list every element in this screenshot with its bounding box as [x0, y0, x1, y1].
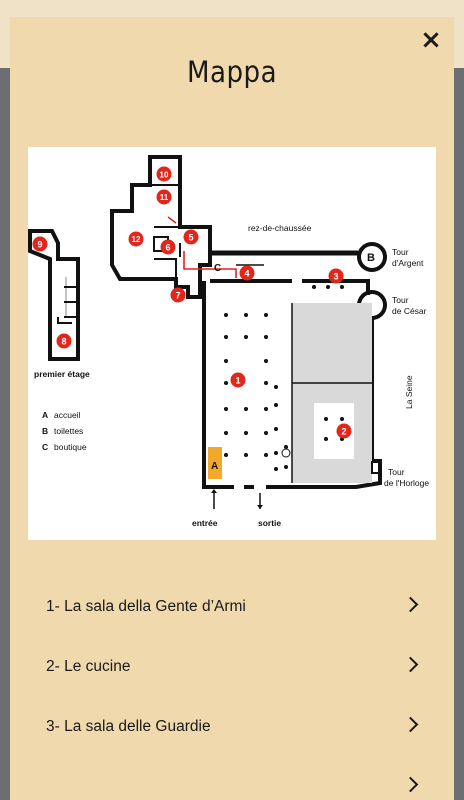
tour-argent-label-2: d'Argent: [392, 258, 424, 268]
room-marker-5[interactable]: [183, 229, 199, 245]
rooms-list: 1- La sala della Gente d’Armi 2- Le cuci…: [10, 577, 454, 800]
room-marker-4[interactable]: [239, 265, 255, 281]
room-marker-7[interactable]: [170, 287, 186, 303]
tour-horloge-label-1: Tour: [388, 467, 405, 477]
tour-horloge-label-2: de l'Horloge: [384, 478, 429, 488]
tour-argent-label-1: Tour: [392, 247, 409, 257]
first-floor-label: premier étage: [34, 369, 90, 379]
list-item-label: 3- La sala delle Guardie: [46, 718, 211, 735]
room-marker-11[interactable]: [156, 189, 172, 205]
c-marker-label: C: [214, 263, 221, 274]
svg-text:11: 11: [160, 193, 169, 202]
room-marker-6[interactable]: [160, 239, 176, 255]
svg-text:4: 4: [244, 269, 249, 279]
svg-text:7: 7: [175, 291, 180, 301]
marker-a: A: [211, 461, 218, 472]
chevron-right-icon: [402, 656, 419, 673]
chevron-right-icon: [402, 776, 419, 793]
list-item[interactable]: 3- La sala delle Guardie: [10, 697, 454, 757]
tower-complex-outline: [110, 155, 212, 299]
room-markers: 1 2 3 4 5 6 7 8 9 10 11: [32, 166, 352, 439]
first-floor-outline: [28, 229, 80, 361]
tour-cesar-label-2: de César: [392, 306, 427, 316]
tour-cesar-label-1: Tour: [392, 295, 409, 305]
legend-text-b: toilettes: [54, 426, 83, 436]
ground-floor-label: rez-de-chaussée: [248, 223, 312, 233]
list-item-label: 2- Le cucine: [46, 658, 131, 675]
chevron-right-icon: [402, 596, 419, 613]
room-marker-3[interactable]: [328, 268, 344, 284]
entrance-label: entrée: [192, 518, 218, 528]
svg-text:9: 9: [37, 240, 42, 250]
room-marker-12[interactable]: [128, 231, 144, 247]
svg-text:12: 12: [132, 235, 141, 244]
svg-text:8: 8: [61, 337, 66, 347]
close-icon[interactable]: ×: [420, 25, 442, 55]
svg-text:3: 3: [333, 272, 338, 282]
svg-text:2: 2: [341, 427, 346, 437]
list-item[interactable]: 2- Le cucine: [10, 637, 454, 697]
chevron-right-icon: [402, 716, 419, 733]
svg-text:10: 10: [160, 171, 169, 180]
legend-text-a: accueil: [54, 410, 81, 420]
list-item-partial[interactable]: [10, 757, 454, 800]
modal-title: Mappa: [186, 55, 278, 89]
legend-key-b: B: [42, 426, 48, 436]
room-marker-1[interactable]: [230, 372, 246, 388]
floor-plan-map: premier étage rez-de-chaussée C B Tour d…: [28, 147, 436, 540]
legend-key-a: A: [42, 410, 48, 420]
svg-text:6: 6: [165, 243, 170, 253]
list-item-label: 1- La sala della Gente d’Armi: [46, 598, 246, 615]
map-modal: × Mappa premier étage rez-de-chaussée: [10, 17, 454, 800]
room-marker-8[interactable]: [56, 333, 72, 349]
svg-text:5: 5: [188, 233, 193, 243]
list-item[interactable]: 1- La sala della Gente d’Armi: [10, 577, 454, 637]
legend-key-c: C: [42, 442, 48, 452]
accueil-marker: [208, 447, 222, 479]
seine-label: La Seine: [404, 375, 414, 409]
legend-text-c: boutique: [54, 442, 87, 452]
svg-text:1: 1: [235, 376, 240, 386]
room-marker-2[interactable]: [336, 423, 352, 439]
room-marker-10[interactable]: [156, 166, 172, 182]
floor-plan-svg: premier étage rez-de-chaussée C B Tour d…: [28, 155, 429, 528]
exit-label: sortie: [258, 518, 281, 528]
room-marker-9[interactable]: [32, 236, 48, 252]
marker-b: B: [367, 252, 375, 264]
column-dots: [224, 285, 344, 471]
